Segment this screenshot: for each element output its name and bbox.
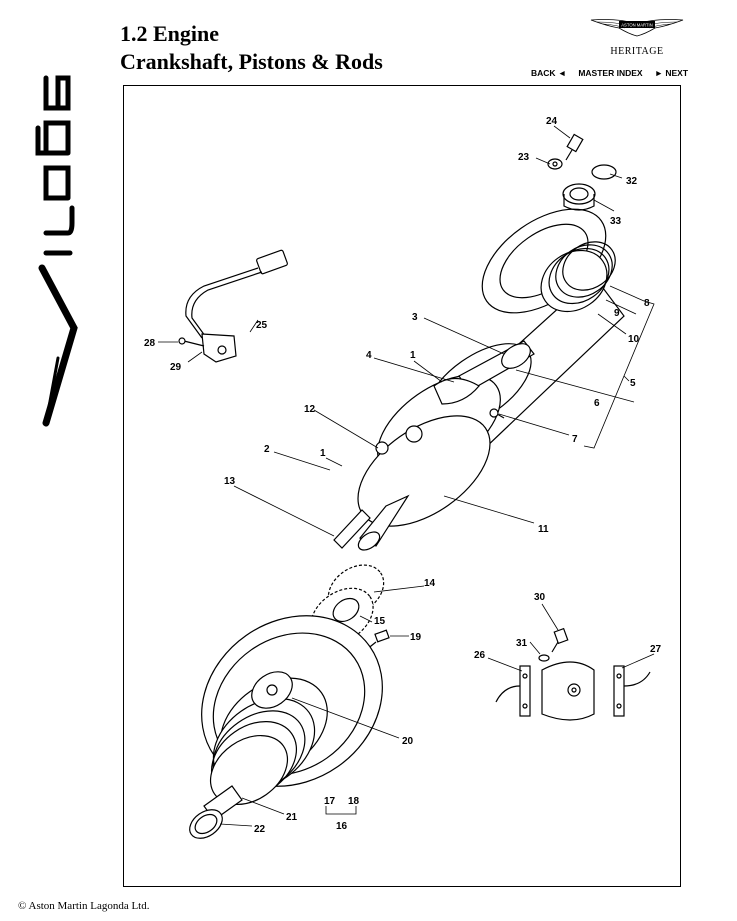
crankshaft (357, 208, 625, 551)
sensor-inset (495, 627, 651, 721)
section-title: 1.2 Engine (120, 21, 220, 46)
callout-32: 32 (626, 176, 638, 187)
virage-wordmark-graphic (35, 75, 78, 427)
crank-sensor (178, 249, 288, 363)
virage-wordmark (30, 20, 90, 440)
callout-7: 7 (572, 434, 578, 445)
callout-33: 33 (610, 216, 622, 227)
copyright-footer: © Aston Martin Lagonda Ltd. (18, 900, 150, 912)
callout-18: 18 (348, 796, 360, 807)
callout-29: 29 (170, 362, 182, 373)
callout-31: 31 (516, 638, 528, 649)
aston-martin-wings-icon: ASTON MARTIN (590, 19, 684, 37)
callout-28: 28 (144, 338, 156, 349)
callout-27: 27 (650, 644, 662, 655)
aston-martin-logo: ASTON MARTIN HERITAGE (589, 14, 685, 57)
callout-2: 2 (264, 444, 270, 455)
callout-24: 24 (546, 116, 558, 127)
callout-21: 21 (286, 812, 298, 823)
next-link[interactable]: ► NEXT (654, 68, 689, 78)
callout-9: 9 (614, 308, 620, 319)
callout-8: 8 (644, 298, 650, 309)
crankshaft-diagram: 24 23 32 33 8 9 10 3 4 1 5 6 7 11 12 2 1… (144, 116, 662, 839)
callout-25: 25 (256, 320, 268, 331)
page-title: 1.2 Engine Crankshaft, Pistons & Rods (120, 20, 383, 76)
callout-1-lower: 1 (320, 448, 326, 459)
callout-12: 12 (304, 404, 316, 415)
callout-5: 5 (630, 378, 636, 389)
callout-23: 23 (518, 152, 530, 163)
exploded-diagram: 24 23 32 33 8 9 10 3 4 1 5 6 7 11 12 2 1… (123, 85, 681, 887)
callout-20: 20 (402, 736, 414, 747)
callout-4: 4 (366, 350, 372, 361)
callout-15: 15 (374, 616, 386, 627)
back-link[interactable]: BACK ◄ (531, 68, 567, 78)
callouts: 24 23 32 33 8 9 10 3 4 1 5 6 7 11 12 2 1… (144, 116, 662, 835)
callout-6: 6 (594, 398, 600, 409)
page-navigation: BACK ◄ MASTER INDEX ► NEXT (531, 68, 688, 78)
page-subtitle: Crankshaft, Pistons & Rods (120, 49, 383, 74)
callout-14: 14 (424, 578, 436, 589)
callout-30: 30 (534, 592, 546, 603)
callout-13: 13 (224, 476, 236, 487)
callout-17: 17 (324, 796, 336, 807)
callout-22: 22 (254, 824, 266, 835)
callout-16: 16 (336, 821, 348, 832)
harmonic-damper (189, 615, 383, 839)
callout-10: 10 (628, 334, 640, 345)
logo-text: ASTON MARTIN (621, 23, 653, 28)
rear-bolt-stack (547, 133, 617, 211)
callout-19: 19 (410, 632, 422, 643)
leader-lines (158, 125, 655, 827)
heritage-label: HERITAGE (610, 46, 664, 57)
callout-26: 26 (474, 650, 486, 661)
master-index-link[interactable]: MASTER INDEX (578, 68, 643, 78)
callout-3: 3 (412, 312, 418, 323)
woodruff-key (333, 509, 371, 549)
callout-11: 11 (538, 524, 549, 535)
callout-1-upper: 1 (410, 350, 416, 361)
